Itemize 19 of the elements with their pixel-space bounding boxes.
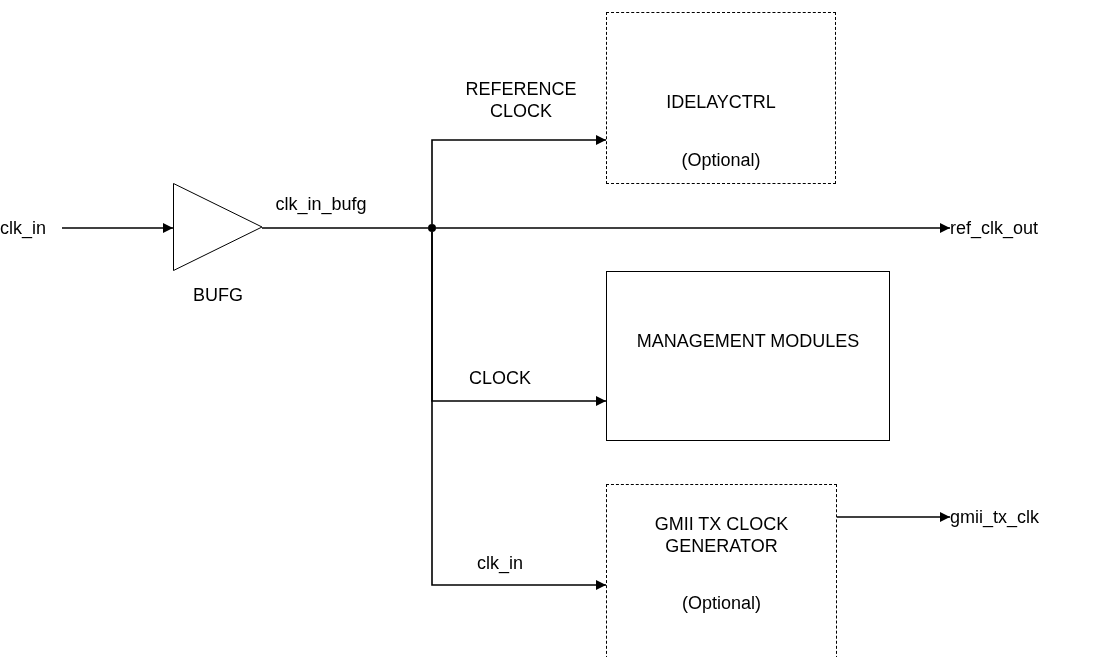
- module-name: GMII TX CLOCK GENERATOR: [653, 513, 790, 557]
- module-box: [606, 271, 890, 441]
- arrow: [61, 223, 174, 233]
- module-box: [606, 12, 836, 184]
- module-name: IDELAYCTRL: [665, 91, 777, 113]
- arrow: [431, 231, 607, 590]
- connector-line: [261, 227, 429, 229]
- module-note: (Optional): [681, 592, 762, 614]
- module-note: (Optional): [680, 149, 762, 171]
- module-box: [606, 484, 837, 657]
- signal-label: ref_clk_out: [950, 218, 1039, 238]
- arrow: [431, 135, 607, 225]
- component-label: BUFG: [192, 284, 244, 306]
- arrow: [435, 223, 951, 233]
- arrow: [836, 512, 951, 522]
- module-name: MANAGEMENT MODULES: [635, 330, 861, 352]
- signal-label: gmii_tx_clk: [950, 507, 1040, 527]
- signal-label: clk_in: [0, 218, 47, 238]
- junction-dot: [428, 224, 436, 232]
